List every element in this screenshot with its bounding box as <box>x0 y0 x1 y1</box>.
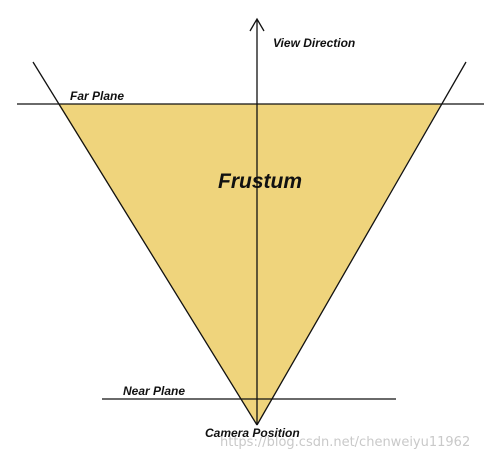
frustum-right-edge <box>256 61 467 426</box>
view-direction-arrowhead <box>249 17 265 32</box>
watermark-text: https://blog.csdn.net/chenweiyu11962 <box>220 435 470 450</box>
frustum-left-edge <box>32 61 258 426</box>
frustum-region <box>58 104 441 425</box>
view-direction-label: View Direction <box>273 36 355 50</box>
near-plane-label: Near Plane <box>123 384 185 398</box>
far-plane-label: Far Plane <box>70 89 124 103</box>
camera-position-label: Camera Position <box>205 426 300 440</box>
frustum-label: Frustum <box>218 170 302 193</box>
